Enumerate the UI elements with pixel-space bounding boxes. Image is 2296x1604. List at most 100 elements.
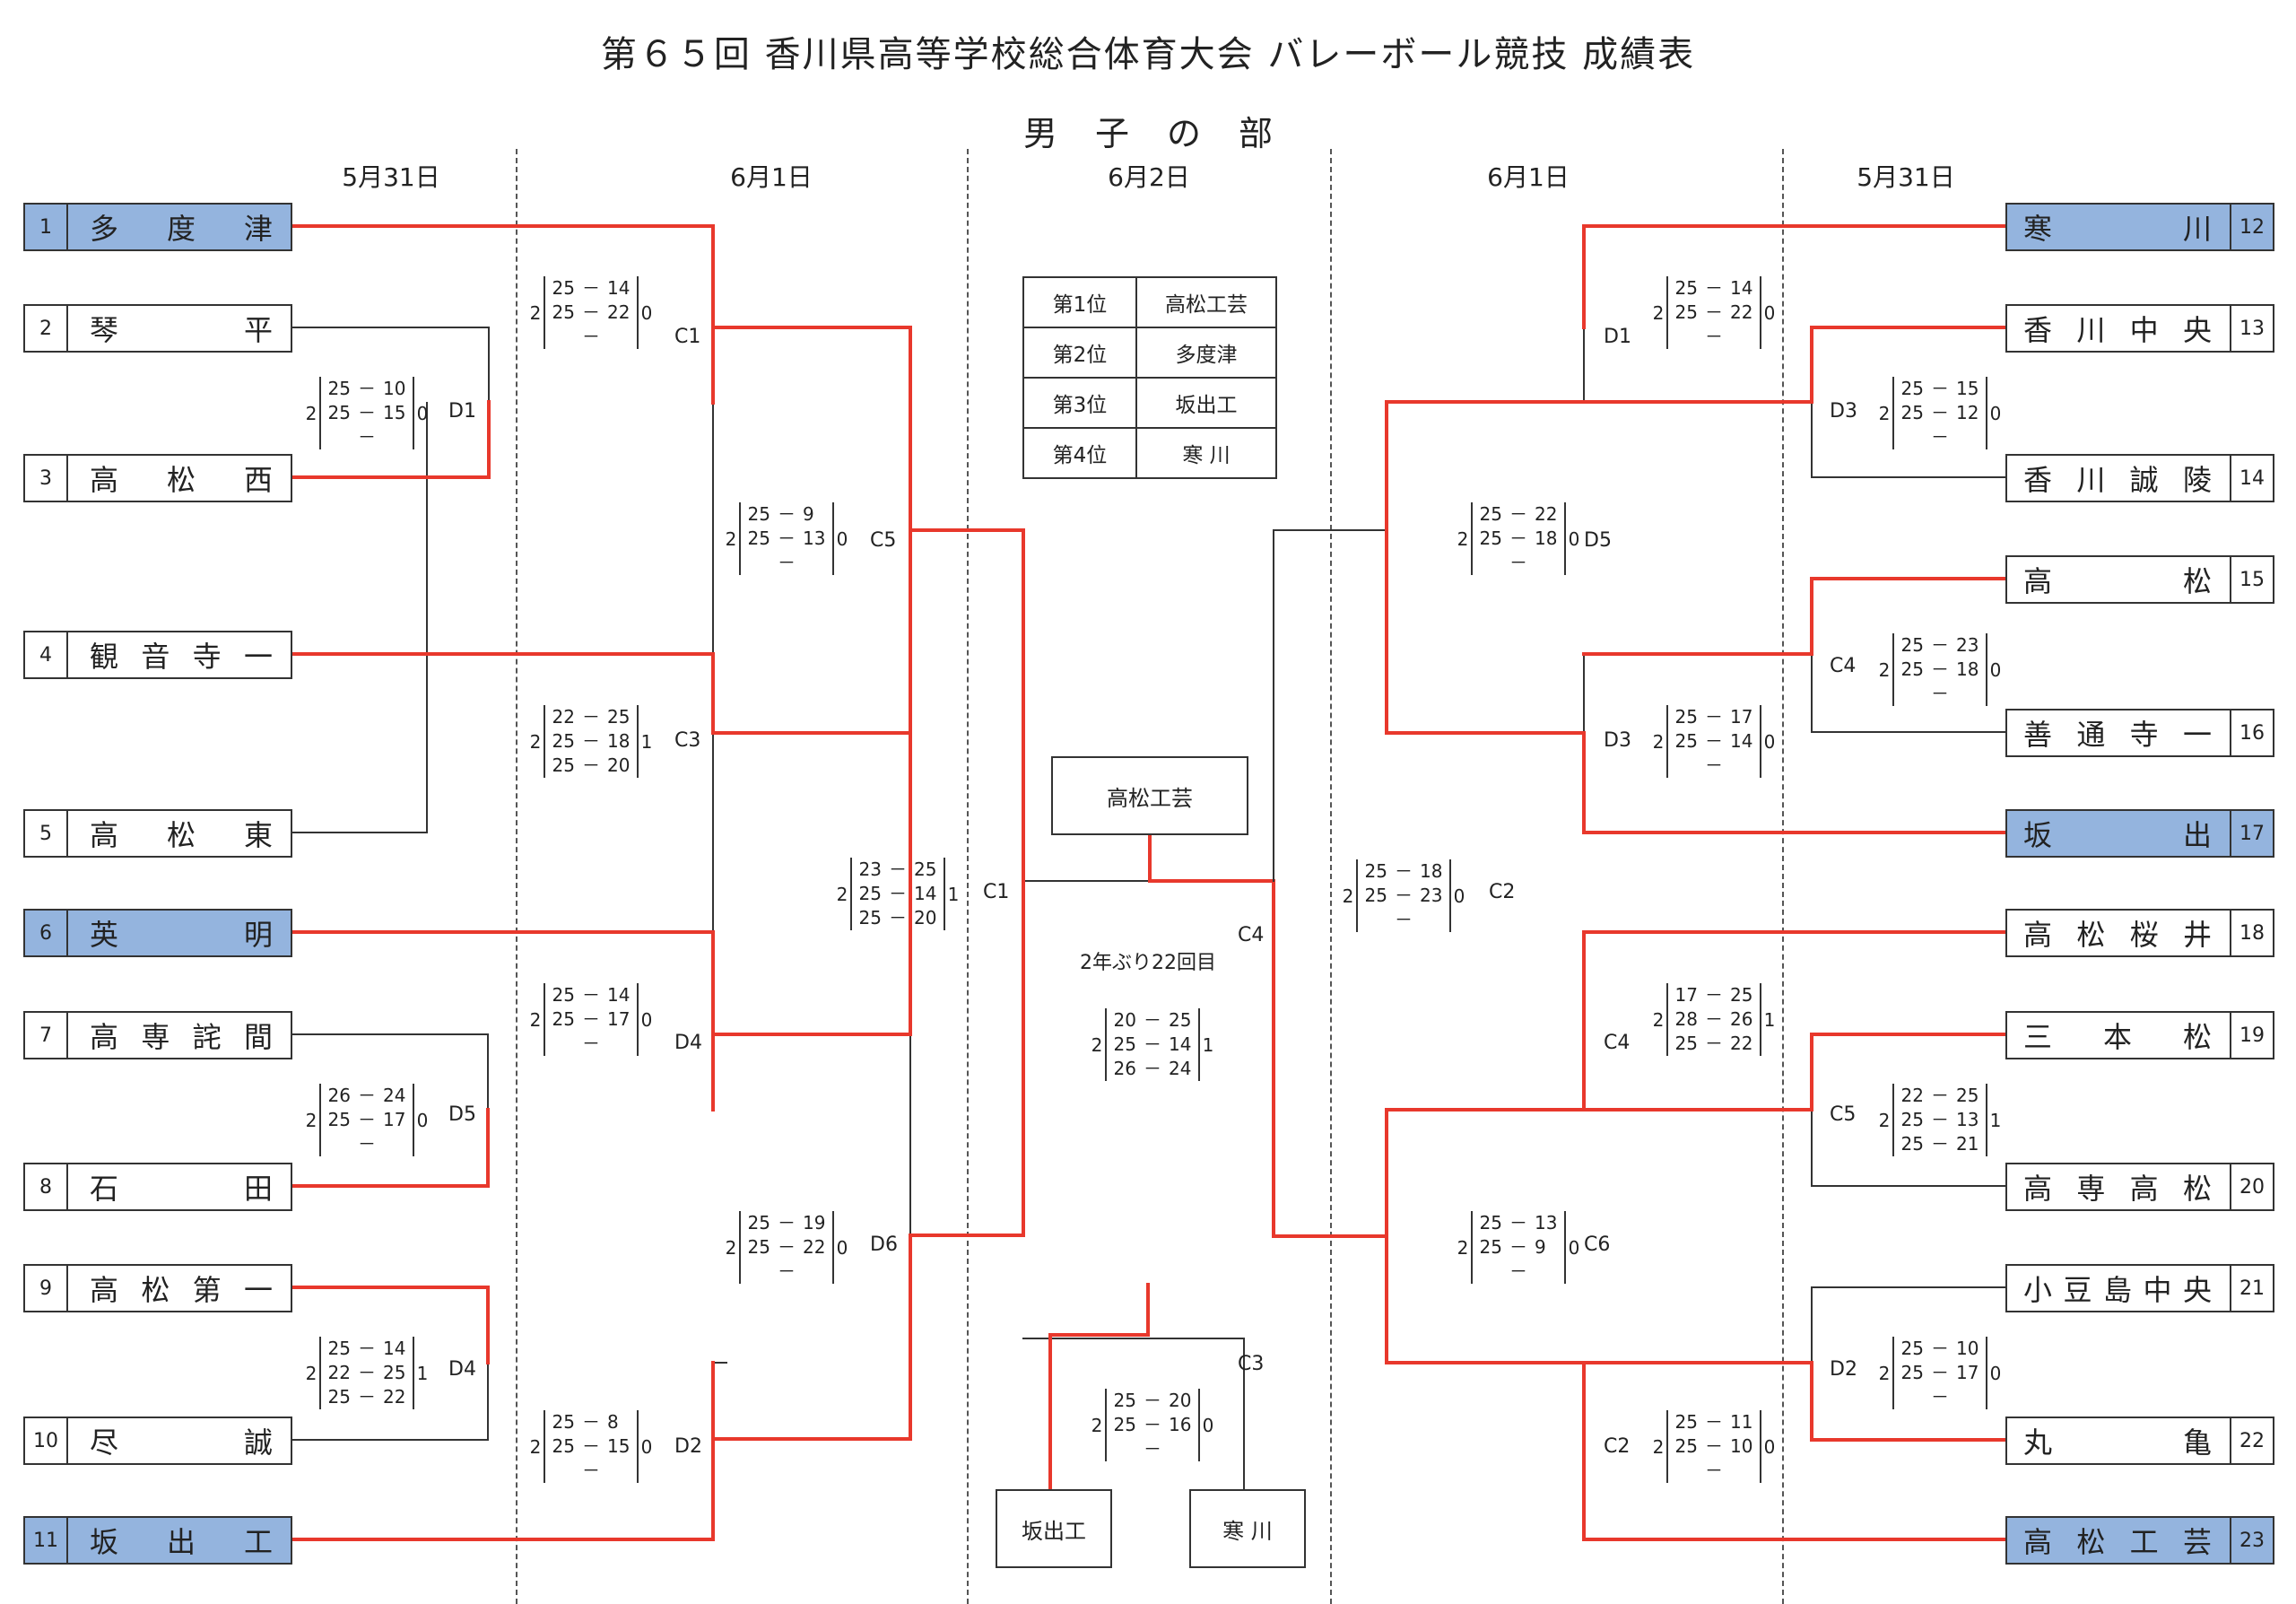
champion-box: 高松工芸 xyxy=(1051,756,1248,835)
team-name-char: 井 xyxy=(2182,918,2212,952)
set-dash: － xyxy=(582,1460,600,1481)
set-score: 25－22 xyxy=(550,301,632,325)
team-name-char: 寒 xyxy=(2023,212,2053,246)
match-label: C4 xyxy=(1604,1032,1631,1054)
match-label: D1 xyxy=(448,400,476,423)
team-seed-number: 17 xyxy=(2230,811,2273,856)
set-points-left xyxy=(1673,1459,1698,1483)
match-label: C1 xyxy=(674,326,701,348)
set-dash: － xyxy=(582,754,600,776)
set-points-right: 25 xyxy=(1730,984,1753,1006)
set-score: 25－15 xyxy=(550,1434,632,1459)
set-score: 25－10 xyxy=(1899,1337,1981,1361)
set-dash: － xyxy=(1705,1435,1723,1457)
set-dash: － xyxy=(778,503,796,525)
set-dash: － xyxy=(778,1260,796,1282)
set-points-left: 25 xyxy=(327,1109,351,1130)
date-final: 6月2日 xyxy=(1108,162,1190,192)
set-points-right: 22 xyxy=(607,301,631,323)
set-points-left: 25 xyxy=(327,402,351,423)
set-points-right: 14 xyxy=(1730,277,1753,299)
set-points-right: 14 xyxy=(607,277,631,299)
set-points-right: 24 xyxy=(383,1085,406,1106)
team-name-char: 工 xyxy=(243,1525,273,1559)
team-18: 18 高松桜井 xyxy=(2005,909,2274,957)
set-points-right xyxy=(383,425,408,449)
set-points-right: 9 xyxy=(803,503,814,525)
set-points-left: 25 xyxy=(552,730,575,752)
set-points-left: 25 xyxy=(858,907,882,928)
team-17: 17 坂出 xyxy=(2005,809,2274,858)
set-score: 25－14 xyxy=(1673,276,1755,301)
set-score: 25－17 xyxy=(1673,705,1755,729)
set-points-right: 22 xyxy=(383,1386,406,1408)
sets-won-right: 1 xyxy=(1763,1008,1776,1031)
set-score: 25－22 xyxy=(1673,1032,1755,1056)
match-label: C2 xyxy=(1489,881,1516,903)
set-points-left: 25 xyxy=(1479,1212,1502,1234)
set-score: － xyxy=(1673,1459,1755,1483)
team-7: 7 高専詫間 xyxy=(23,1011,292,1059)
team-seed-number: 8 xyxy=(25,1164,68,1209)
set-points-left: 25 xyxy=(327,378,351,399)
set-points-left xyxy=(550,1459,575,1483)
set-score: 25－20 xyxy=(857,906,939,930)
team-seed-number: 15 xyxy=(2230,557,2273,602)
set-points-left xyxy=(1899,1385,1924,1409)
team-name-char: 寺 xyxy=(2129,718,2159,752)
rankings-table: 第1位高松工芸 第2位多度津 第3位坂出工 第4位寒 川 xyxy=(1022,276,1277,479)
set-points-left: 25 xyxy=(552,1008,575,1030)
set-dash: － xyxy=(1931,1362,1949,1383)
set-points-right: 13 xyxy=(1535,1212,1558,1234)
set-points-right: 22 xyxy=(1535,503,1558,525)
team-name: 英明 xyxy=(68,911,291,955)
match-label: D4 xyxy=(674,1032,702,1054)
set-dash: － xyxy=(582,1008,600,1030)
set-score: 25－15 xyxy=(326,401,408,425)
sets-won-right: 0 xyxy=(640,301,653,324)
team-name-char: 松 xyxy=(2076,1525,2106,1559)
set-score: 25－19 xyxy=(745,1211,828,1235)
team-seed-number: 5 xyxy=(25,811,68,856)
team-name: 石田 xyxy=(68,1164,291,1209)
team-name-char: 田 xyxy=(243,1172,273,1206)
third-place-team-right: 寒 川 xyxy=(1189,1489,1306,1568)
set-dash: － xyxy=(1144,1033,1161,1055)
set-points-right: 15 xyxy=(607,1435,631,1457)
set-points-right: 24 xyxy=(1169,1058,1192,1079)
set-score: 25－17 xyxy=(326,1108,408,1132)
set-points-left xyxy=(326,1132,351,1156)
ranking-place: 第1位 xyxy=(1022,276,1137,328)
team-name: 坂出 xyxy=(2007,811,2230,856)
team-name-char: 出 xyxy=(2182,818,2212,852)
team-seed-number: 2 xyxy=(25,306,68,351)
set-points-right: 23 xyxy=(1420,885,1443,906)
team-name-char: 中 xyxy=(2143,1273,2172,1307)
set-points-left: 25 xyxy=(1674,706,1698,728)
set-score: 25－9 xyxy=(1477,1235,1560,1260)
set-points-right: 18 xyxy=(1956,658,1979,680)
set-score: － xyxy=(1477,551,1560,575)
ranking-row: 第3位坂出工 xyxy=(1022,377,1277,429)
sets-won-right: 0 xyxy=(1453,885,1465,907)
set-points-right: 13 xyxy=(1956,1109,1979,1130)
set-score: － xyxy=(1362,908,1445,932)
sets-won-left: 2 xyxy=(529,1008,542,1031)
set-points-right: 11 xyxy=(1730,1411,1753,1433)
set-points-right: 20 xyxy=(607,754,631,776)
set-dash: － xyxy=(1395,909,1413,930)
team-16: 16 善通寺一 xyxy=(2005,709,2274,757)
set-score: － xyxy=(1673,754,1755,778)
set-score: 25－14 xyxy=(857,882,939,906)
team-name-char: 高 xyxy=(90,818,119,852)
match-label: C5 xyxy=(870,529,897,552)
set-score: 26－24 xyxy=(326,1084,408,1108)
